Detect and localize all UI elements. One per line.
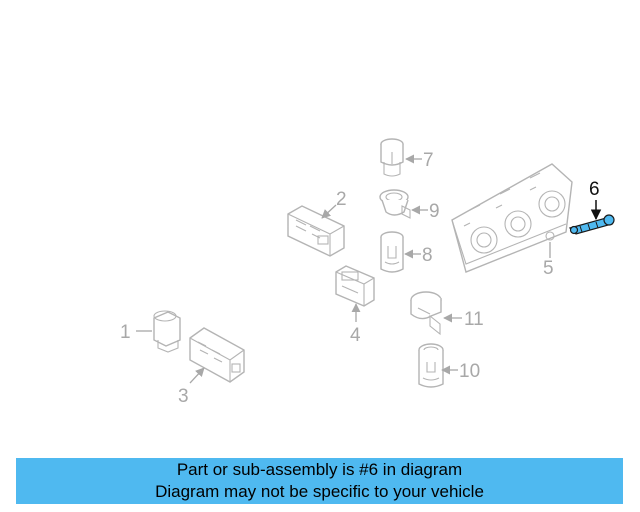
callout-4[interactable]: 4 — [350, 325, 361, 346]
parts-diagram: 1 2 3 4 5 — [120, 138, 615, 407]
callout-3[interactable]: 3 — [178, 386, 189, 407]
callout-2[interactable]: 2 — [336, 189, 347, 210]
info-banner: Part or sub-assembly is #6 in diagram Di… — [16, 458, 623, 504]
leader-3 — [189, 367, 205, 384]
part-8-power-socket[interactable] — [380, 231, 404, 273]
callout-11[interactable]: 11 — [464, 309, 484, 330]
part-11-bracket[interactable] — [410, 291, 442, 336]
callout-8[interactable]: 8 — [422, 245, 433, 266]
leader-2 — [321, 204, 337, 219]
callout-5[interactable]: 5 — [543, 258, 554, 279]
part-4-switch[interactable] — [335, 265, 375, 307]
banner-line-1: Part or sub-assembly is #6 in diagram — [176, 460, 463, 479]
part-7-knob[interactable] — [380, 138, 404, 177]
part-3-switch-panel[interactable] — [189, 327, 245, 383]
callout-6[interactable]: 6 — [589, 179, 600, 200]
part-2-switch-block[interactable] — [287, 205, 345, 257]
part-9-socket-cap[interactable] — [379, 189, 411, 219]
callout-9[interactable]: 9 — [429, 201, 440, 222]
part-10-socket[interactable] — [418, 343, 444, 388]
part-5-climate-control-panel[interactable] — [451, 163, 573, 273]
part-6-highlighted-part[interactable] — [568, 214, 615, 235]
callout-1[interactable]: 1 — [120, 322, 131, 343]
callout-10[interactable]: 10 — [459, 361, 480, 382]
part-1-switch[interactable] — [153, 310, 181, 353]
callout-7[interactable]: 7 — [423, 150, 434, 171]
banner-line-2: Diagram may not be specific to your vehi… — [155, 482, 484, 501]
